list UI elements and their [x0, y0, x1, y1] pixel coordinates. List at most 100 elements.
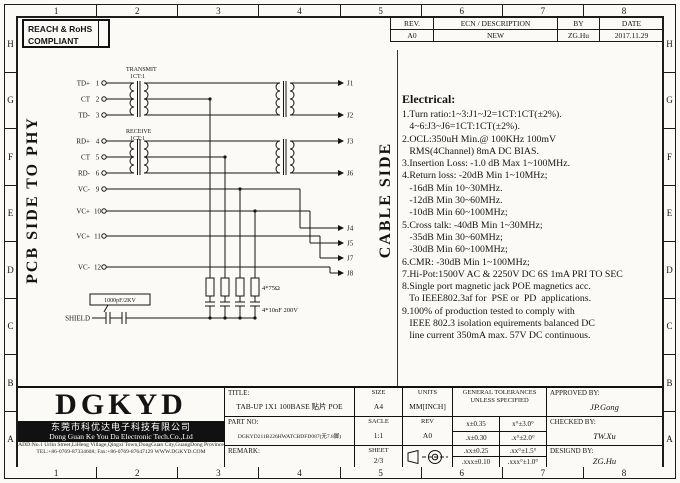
ruler-letter-label: G — [7, 95, 14, 106]
ruler-letter: G — [5, 73, 16, 129]
pin-number: 11 — [94, 233, 101, 241]
note-line: To IEEE802.3af for PSE or PD application… — [402, 293, 592, 305]
ruler-number: 5 — [341, 5, 422, 16]
connector-label: J6 — [347, 170, 354, 178]
title-block: DGKYD 东莞市科优达电子科技有限公司 Dong Guan Ke You Da… — [18, 386, 662, 467]
checked-by-value: TW.Xu — [593, 430, 616, 441]
transmit-choke — [275, 81, 295, 117]
tolerance-header-1: GENERAL TOLERANCES — [462, 389, 537, 396]
note-line: -12dB Min 30~60MHz. — [402, 195, 503, 207]
ruler-number-label: 5 — [378, 5, 383, 16]
ruler-letter: E — [664, 186, 675, 242]
electrical-notes-title: Electrical: — [402, 92, 456, 106]
ruler-letter: H — [664, 16, 675, 73]
transmit-ratio-label: 1CT:1 — [130, 74, 145, 80]
company-block: DGKYD 东莞市科优达电子科技有限公司 Dong Guan Ke You Da… — [18, 388, 224, 467]
scale-value: 1:1 — [373, 430, 384, 440]
pin-label: VC- — [78, 264, 91, 272]
note-line: -10dB Min 60~100MHz; — [402, 207, 508, 219]
schematic-wires — [89, 80, 338, 324]
ruler-number-label: 4 — [297, 467, 302, 478]
notes-divider-line — [397, 50, 398, 386]
ruler-letter: E — [5, 186, 16, 242]
revision-table: REV. ECN / DESCRIPTION BY DATE A0 NEW ZG… — [390, 16, 664, 42]
ruler-letter-label: H — [666, 38, 673, 49]
units-label: UNITS — [417, 389, 438, 396]
ruler-number: 8 — [584, 467, 664, 478]
ruler-letter-label: C — [666, 321, 673, 332]
ruler-number-label: 6 — [459, 5, 464, 16]
tolerance-angular: .x°±2.0° — [499, 431, 546, 445]
connector-label: J1 — [347, 80, 354, 88]
approved-by-value: JP.Gong — [590, 401, 619, 412]
pin-number: 9 — [96, 186, 100, 194]
company-contact: TEL:+86-0769-87334608; Fax:+86-0769-8764… — [36, 449, 206, 455]
pin-number: 5 — [96, 154, 100, 162]
ruler-number: 7 — [503, 467, 584, 478]
receive-ratio-label: 1CT:1 — [130, 136, 145, 142]
note-line: 5.Cross talk: -40dB Min 1~30MHz; — [402, 219, 543, 231]
pin-label: RD+ — [76, 138, 90, 146]
ruler-letter: A — [664, 412, 675, 468]
note-line: 6.CMR: -30dB Min 1~100MHz; — [402, 256, 530, 268]
rev-label: REV — [421, 418, 434, 425]
tolerances-column: GENERAL TOLERANCES UNLESS SPECIFIED x±0.… — [452, 388, 546, 467]
designed-by-label: DESIGND BY: — [550, 447, 594, 455]
pin-label: CT — [81, 96, 91, 104]
ecn-col-header: ECN / DESCRIPTION — [433, 17, 557, 29]
ruler-letter: C — [664, 299, 675, 355]
pin-label: VC- — [78, 186, 91, 194]
ruler-number-label: 1 — [53, 467, 59, 478]
ruler-letter: A — [5, 412, 16, 468]
signatures-column: APPROVED BY: JP.Gong CHECKED BY: TW.Xu D… — [546, 388, 662, 467]
by-value: ZG.Hu — [557, 29, 599, 41]
ruler-letter: H — [5, 16, 16, 73]
outer-border — [4, 4, 676, 479]
ruler-right: H G F E D C B A — [664, 16, 675, 467]
ruler-letter: D — [664, 242, 675, 299]
company-address: ADD:No.1 Urlin Street,LiHeng Village,Qin… — [18, 442, 224, 448]
part-no-label: PART NO: — [228, 418, 259, 426]
company-logo: DGKYD — [55, 388, 187, 421]
note-line: 8.Single port magnetic jack POE magnetic… — [402, 281, 591, 293]
remark-label: REMARK: — [228, 447, 260, 455]
ruler-letter: F — [664, 129, 675, 186]
shield-capacitors — [92, 312, 127, 324]
ruler-bottom: 1 2 3 4 5 6 7 8 — [16, 467, 664, 478]
termination-resistors — [205, 277, 260, 297]
date-value: 2017.11.29 — [599, 29, 663, 41]
ruler-letter-label: E — [666, 208, 673, 219]
rev-value: A0 — [391, 29, 433, 41]
note-line: 1.Turn ratio:1~3:J1~J2=1CT:1CT(±2%). — [402, 109, 562, 120]
compliance-stamp: REACH & RoHS COMPLIANT — [22, 19, 110, 48]
pin-label: VC+ — [76, 208, 90, 216]
ruler-letter-label: F — [666, 151, 672, 162]
ruler-number-label: 3 — [216, 467, 221, 478]
pin-label: TD+ — [77, 80, 90, 88]
ruler-letter-label: G — [666, 95, 673, 106]
note-line: -16dB Min 10~30MHz. — [402, 182, 503, 194]
ruler-number: 4 — [259, 467, 341, 478]
units-value: MM[INCH] — [409, 401, 446, 411]
units-rev-column: UNITS MM[INCH] REV A0 — [402, 388, 452, 467]
connector-label: J4 — [347, 225, 354, 233]
ruler-number-label: 6 — [459, 467, 464, 478]
connector-label: J5 — [347, 240, 354, 248]
compliance-divider — [98, 21, 99, 46]
pin-number: 1 — [96, 80, 100, 88]
ruler-number-label: 4 — [297, 5, 302, 16]
compliance-line2: COMPLIANT — [28, 36, 79, 47]
ruler-number-label: 7 — [540, 467, 546, 478]
ruler-letter: B — [5, 355, 16, 412]
tolerance-linear: x±0.35 — [466, 419, 486, 428]
sheet-label: SHEET — [368, 447, 389, 454]
ruler-number: 1 — [16, 467, 98, 478]
size-scale-sheet-column: SIZE A4 SACLE 1:1 SHEET 2/3 — [354, 388, 402, 467]
tolerance-angular: x°±3.0° — [499, 417, 546, 431]
tolerance-angular: .xxx°±1.0° — [499, 457, 546, 467]
pin-number: 10 — [94, 208, 102, 216]
scale-label: SACLE — [368, 418, 389, 425]
tolerance-angular: .xx°±1.5° — [499, 446, 546, 456]
pin-number: 3 — [96, 112, 100, 120]
